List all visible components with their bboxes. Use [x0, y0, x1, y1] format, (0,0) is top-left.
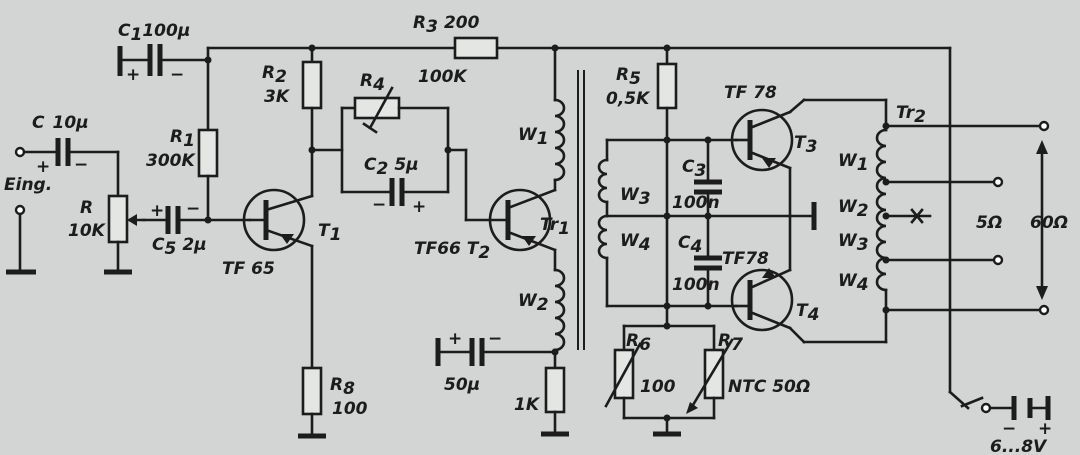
input-label: Eing.	[4, 175, 52, 195]
output-terminal-5-top[interactable]	[992, 176, 1004, 188]
transistor-t3	[730, 108, 794, 172]
t3-label: T3	[794, 133, 817, 157]
coil-w3	[597, 158, 609, 204]
c2-minus: −	[372, 195, 386, 215]
output-terminal-5-bottom[interactable]	[992, 254, 1004, 266]
transistor-t1	[242, 188, 306, 252]
r4-label: R4	[360, 71, 385, 95]
r6-label: R6	[626, 331, 651, 355]
r4-value: 100K	[418, 67, 468, 87]
pot-label: R	[80, 198, 93, 218]
c50-plus: +	[448, 329, 462, 349]
r1-value: 300K	[146, 151, 196, 171]
coil-w4	[597, 214, 609, 260]
c-in-plus: +	[36, 157, 50, 177]
c5-plus: +	[150, 201, 164, 221]
t4-type: TF78	[722, 249, 769, 269]
coil-w1	[553, 98, 566, 182]
c50-minus: −	[488, 329, 502, 349]
supply-section: − + 6...8V	[948, 390, 1052, 455]
capacitor-c1: C1100µ + −	[117, 21, 212, 85]
r2-label: R2	[262, 63, 287, 87]
r6-value: 100	[640, 377, 676, 397]
out-w4-label: W4	[838, 271, 869, 295]
output-stage: R5 0,5K W3 W4 C3 100n C4 100n	[597, 46, 888, 437]
r5-value: 0,5K	[606, 89, 651, 109]
r5-label: R5	[616, 65, 641, 89]
t1-label: T1	[318, 221, 341, 245]
r1-label: R1	[170, 127, 195, 151]
battery-minus: −	[1002, 419, 1016, 439]
coil-tr2	[875, 128, 888, 292]
r8-value: 100	[332, 399, 368, 419]
out-w2-label: W2	[838, 197, 869, 221]
potentiometer-r[interactable]	[107, 194, 129, 244]
c4-value: 100n	[672, 275, 720, 295]
pot-value: 10K	[68, 221, 107, 241]
tr2-label: Tr2	[896, 103, 926, 127]
c3-value: 100n	[672, 193, 720, 213]
resistor-r1: R1 300K	[146, 58, 219, 222]
top-supply-rail	[206, 44, 952, 394]
out-w1-label: W1	[838, 151, 869, 175]
resistor-r2	[301, 60, 323, 110]
t4-label: T4	[796, 301, 819, 325]
stage-t2: TF66 T2 Tr1 W1 W2 + − 50µ 1K	[414, 46, 585, 437]
w1-label: W1	[518, 125, 549, 149]
r7-label: R7	[718, 331, 743, 355]
tr1-label: Tr1	[540, 215, 570, 239]
r8-label: R8	[330, 375, 355, 399]
c1-label: C1100µ	[118, 21, 190, 45]
out-w3-label: W3	[838, 231, 869, 255]
c-in-minus: −	[74, 155, 88, 175]
output-transformer-tr2: Tr2 W1 W2 W3 W4 5Ω 60Ω	[838, 98, 1068, 344]
out-60-ohm: 60Ω	[1030, 213, 1068, 233]
w3-label: W3	[620, 185, 651, 209]
transistor-t4	[730, 268, 794, 332]
output-terminal-60-bottom[interactable]	[1038, 304, 1050, 316]
supply-voltage: 6...8V	[990, 437, 1048, 455]
r-1k-label: 1K	[514, 395, 541, 415]
t2-type: TF66 T2	[414, 239, 490, 263]
c3-label: C3	[682, 157, 706, 181]
c2-plus: +	[412, 197, 426, 217]
c1-minus: −	[170, 65, 184, 85]
battery-plus: +	[1038, 419, 1052, 439]
out-5-ohm: 5Ω	[976, 213, 1002, 233]
c1-plus: +	[126, 65, 140, 85]
t3-type: TF 78	[724, 83, 777, 103]
resistor-r5	[656, 62, 678, 110]
t1-type: TF 65	[222, 259, 275, 279]
c4-label: C4	[678, 233, 702, 257]
w2-label: W2	[518, 291, 549, 315]
resistor-1k	[544, 366, 566, 414]
r2-value: 3K	[264, 87, 291, 107]
c50-value: 50µ	[444, 375, 480, 395]
resistor-r8	[301, 366, 323, 416]
coil-w2	[553, 268, 566, 352]
w4-label: W4	[620, 231, 651, 255]
output-terminal-60-top[interactable]	[1038, 120, 1050, 132]
c5-minus: −	[186, 199, 200, 219]
transistor-t2	[488, 188, 552, 252]
stage-t1: R2 3K T1 TF 65 R8 100	[222, 46, 368, 439]
r7-value: NTC 50Ω	[728, 377, 810, 397]
